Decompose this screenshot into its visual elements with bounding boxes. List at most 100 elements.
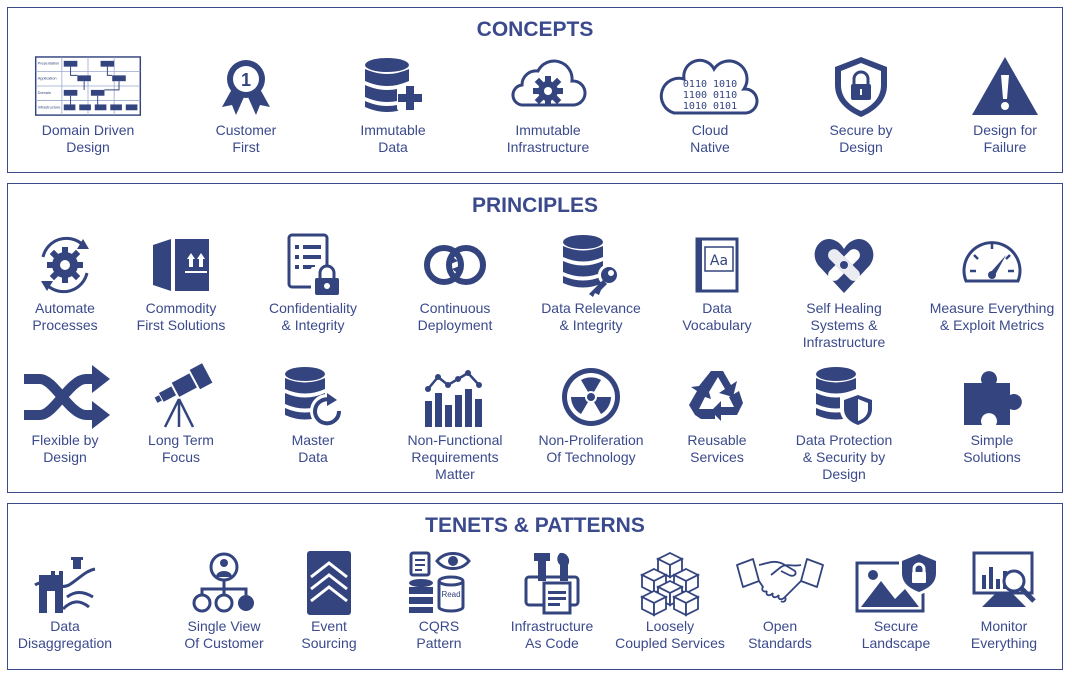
concepts-panel: CONCEPTS Presentation Application Domain…: [7, 7, 1063, 173]
svg-text:Aa: Aa: [710, 253, 728, 269]
database-shield-icon: [806, 364, 882, 430]
concept-domain-driven-design: Presentation Application Domain Infrastr…: [33, 54, 143, 156]
tenet-label: Open Standards: [748, 618, 812, 651]
principles-panel: PRINCIPLES Automate Processes: [7, 183, 1063, 493]
concept-customer-first: 1 Customer First: [191, 54, 301, 156]
concept-design-for-failure: Design for Failure: [950, 54, 1060, 156]
radiation-icon: [553, 364, 629, 430]
concept-immutable-data: Immutable Data: [338, 54, 448, 156]
principle-long-term-focus: Long Term Focus: [126, 363, 236, 466]
linked-loop-icon: [417, 232, 493, 298]
cloud-gear-icon: [510, 54, 587, 120]
tenet-label: Loosely Coupled Services: [615, 618, 725, 651]
principle-self-healing: Self Healing Systems & Infrastructure: [784, 232, 904, 351]
svg-text:Presentation: Presentation: [38, 61, 60, 66]
tenet-cqrs-pattern: Read CQRS Pattern: [384, 550, 494, 652]
principle-label: Automate Processes: [32, 300, 98, 333]
tenet-single-view-of-customer: Single View Of Customer: [164, 550, 284, 652]
principle-label: Continuous Deployment: [417, 300, 493, 333]
svg-text:Read: Read: [441, 590, 460, 599]
award-ribbon-icon: 1: [208, 54, 284, 120]
principle-label: Data Relevance & Integrity: [541, 300, 641, 333]
dictionary-book-icon: Aa: [679, 232, 755, 298]
warning-triangle-icon: [967, 54, 1043, 120]
principle-confidentiality-integrity: Confidentiality & Integrity: [258, 232, 368, 334]
bar-line-chart-icon: [417, 364, 493, 430]
principle-label: Confidentiality & Integrity: [269, 300, 357, 333]
tenet-data-disaggregation: Data Disaggregation: [10, 550, 120, 652]
document-lock-icon: [275, 232, 351, 298]
concept-secure-by-design: Secure by Design: [806, 54, 916, 156]
puzzle-piece-icon: [954, 364, 1030, 430]
principle-data-relevance-integrity: Data Relevance & Integrity: [526, 232, 656, 334]
principle-non-proliferation: Non-Proliferation Of Technology: [526, 364, 656, 466]
tenet-label: Infrastructure As Code: [510, 618, 594, 651]
database-refresh-icon: [275, 364, 351, 430]
principle-label: Data Vocabulary: [682, 300, 752, 333]
monitor-magnifier-icon: [966, 550, 1042, 616]
tenet-label: Secure Landscape: [861, 618, 931, 651]
concepts-title: CONCEPTS: [476, 18, 594, 41]
cube-cluster-icon: [632, 550, 708, 617]
customer-hierarchy-icon: [186, 550, 262, 616]
principle-label: Non-Proliferation Of Technology: [538, 432, 644, 465]
concept-label: Domain Driven Design: [41, 122, 135, 155]
principle-flexible-by-design: Flexible by Design: [10, 364, 120, 466]
tenet-label: Event Sourcing: [301, 618, 357, 651]
database-plus-icon: [355, 54, 431, 120]
principle-non-functional-requirements: Non-Functional Requirements Matter: [390, 364, 520, 483]
tenet-event-sourcing: Event Sourcing: [274, 550, 384, 652]
cloud-binary-icon: 0110 1010 1100 0110 1010 0101: [659, 54, 760, 120]
tenet-label: Data Disaggregation: [17, 618, 113, 651]
tenet-label: Monitor Everything: [970, 618, 1038, 651]
tenet-loosely-coupled-services: Loosely Coupled Services: [605, 550, 735, 652]
principle-data-protection-security: Data Protection & Security by Design: [784, 364, 904, 483]
principle-label: Measure Everything & Exploit Metrics: [929, 300, 1055, 333]
speedometer-icon: [954, 232, 1030, 298]
tenet-secure-landscape: Secure Landscape: [841, 550, 951, 652]
svg-text:Application: Application: [38, 75, 57, 80]
principle-master-data: Master Data: [258, 364, 368, 466]
principle-label: Master Data: [291, 432, 335, 465]
principle-label: Reusable Services: [687, 432, 747, 465]
tenet-monitor-everything: Monitor Everything: [949, 550, 1059, 652]
tenet-label: Single View Of Customer: [184, 618, 264, 651]
concept-cloud-native: 0110 1010 1100 0110 1010 0101 Cloud Nati…: [655, 54, 765, 156]
shipping-box-icon: [143, 232, 219, 298]
tenets-panel: TENETS & PATTERNS Data Disaggregation: [7, 503, 1063, 670]
principle-measure-everything: Measure Everything & Exploit Metrics: [922, 232, 1062, 334]
handshake-icon: [734, 550, 826, 616]
layered-architecture-diagram-icon: Presentation Application Domain Infrastr…: [33, 54, 143, 120]
principle-label: Self Healing Systems & Infrastructure: [802, 300, 886, 350]
tenet-infrastructure-as-code: Infrastructure As Code: [497, 550, 607, 652]
svg-text:Domain: Domain: [38, 90, 51, 95]
shield-lock-icon: [823, 54, 899, 120]
concept-label: Customer First: [215, 122, 277, 155]
telescope-icon: [143, 363, 219, 430]
landscape-shield-icon: [850, 550, 942, 616]
principle-automate-processes: Automate Processes: [10, 232, 120, 334]
svg-text:1100 0110: 1100 0110: [683, 90, 737, 101]
gear-cycle-icon: [27, 232, 103, 298]
principle-label: Flexible by Design: [31, 432, 99, 465]
database-key-icon: [553, 232, 629, 298]
principle-label: Simple Solutions: [963, 432, 1021, 465]
great-wall-icon: [27, 550, 103, 616]
chevron-stack-icon: [291, 550, 367, 616]
principle-label: Data Protection & Security by Design: [795, 432, 893, 482]
command-query-icon: Read: [401, 550, 477, 616]
concept-label: Secure by Design: [829, 122, 893, 155]
svg-text:1: 1: [241, 70, 251, 90]
principle-label: Non-Functional Requirements Matter: [407, 432, 503, 482]
principle-label: Long Term Focus: [148, 432, 214, 465]
recycle-icon: [679, 364, 755, 430]
principles-title: PRINCIPLES: [471, 194, 599, 217]
principle-data-vocabulary: Aa Data Vocabulary: [662, 232, 772, 334]
concept-label: Design for Failure: [973, 122, 1037, 155]
svg-text:1010 0101: 1010 0101: [683, 101, 737, 112]
tenet-open-standards: Open Standards: [725, 550, 835, 652]
tenets-title: TENETS & PATTERNS: [425, 514, 645, 537]
principle-label: Commodity First Solutions: [136, 300, 226, 333]
shuffle-arrows-icon: [19, 364, 111, 430]
svg-text:Infrastructure: Infrastructure: [38, 104, 61, 109]
